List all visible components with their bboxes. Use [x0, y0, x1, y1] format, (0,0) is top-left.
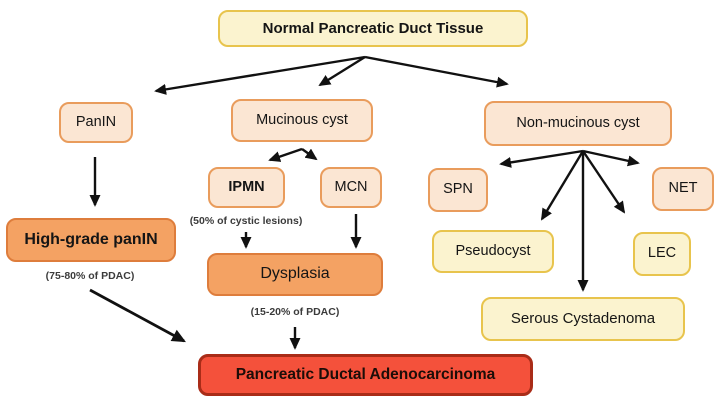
arrow-nonmucinous-pseudocyst [540, 150, 585, 221]
annotation-highgrade-pdac-percent: (75-80% of PDAC) [45, 270, 135, 282]
arrow-nonmucinous-net [582, 149, 640, 167]
node-label: Pseudocyst [455, 242, 531, 259]
node-dysplasia: Dysplasia [207, 253, 383, 296]
annotation-dysplasia-pdac-percent: (15-20% of PDAC) [250, 306, 340, 318]
node-label: SPN [443, 181, 473, 198]
node-ipmn: IPMN [208, 167, 285, 208]
node-label: LEC [647, 245, 677, 262]
node-mcn: MCN [320, 167, 382, 208]
node-label: Normal Pancreatic Duct Tissue [262, 19, 484, 37]
arrow-mucinous-mcn [301, 148, 318, 161]
node-label: IPMN [228, 178, 265, 195]
node-label: Serous Cystadenoma [510, 310, 656, 328]
arrow-mucinous-ipmn [268, 147, 303, 162]
node-label: NET [668, 180, 698, 197]
node-mucinous-cyst: Mucinous cyst [231, 99, 373, 142]
node-high-grade-panin: High-grade panIN [6, 218, 176, 262]
node-label: Dysplasia [260, 265, 330, 283]
node-pancreatic-ductal-adenocarcinoma: Pancreatic Ductal Adenocarcinoma [198, 354, 533, 396]
node-net: NET [652, 167, 714, 211]
node-label: PanIN [75, 113, 117, 130]
node-serous-cystadenoma: Serous Cystadenoma [481, 297, 685, 341]
arrow-highgrade-pdac [89, 288, 186, 343]
node-label: High-grade panIN [24, 230, 158, 248]
node-panin: PanIN [59, 102, 133, 143]
node-label: Non-mucinous cyst [516, 114, 640, 131]
arrow-root-mucinous [318, 55, 366, 87]
arrow-root-panin [154, 55, 366, 95]
node-lec: LEC [633, 232, 691, 276]
node-normal-pancreatic-duct-tissue: Normal Pancreatic Duct Tissue [218, 10, 528, 47]
arrow-nonmucinous-spn [499, 149, 584, 168]
node-label: MCN [334, 178, 368, 195]
annotation-ipmn-cystic-lesions: (50% of cystic lesions) [189, 215, 303, 227]
arrow-nonmucinous-lec [582, 150, 626, 214]
node-label: Pancreatic Ductal Adenocarcinoma [235, 365, 496, 383]
node-non-mucinous-cyst: Non-mucinous cyst [484, 101, 672, 146]
node-label: Mucinous cyst [256, 111, 348, 128]
node-pseudocyst: Pseudocyst [432, 230, 554, 273]
arrow-root-nonmucinous [364, 55, 509, 88]
node-spn: SPN [428, 168, 488, 212]
